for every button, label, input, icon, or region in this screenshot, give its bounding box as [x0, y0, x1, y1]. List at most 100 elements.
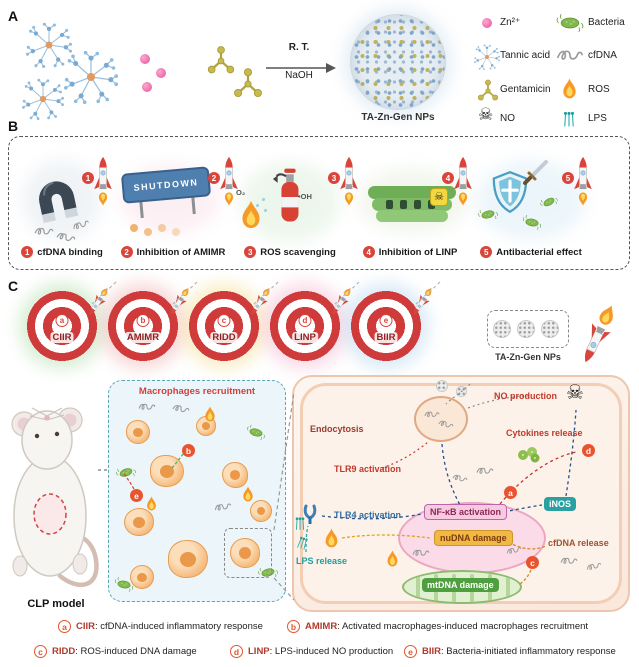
- panel-c-label: C: [8, 278, 19, 294]
- reaction-condition-bottom: NaOH: [285, 70, 313, 81]
- footer-desc: : ROS-induced DNA damage: [75, 646, 197, 657]
- legend-tannic-label: Tannic acid: [500, 50, 551, 61]
- ros-flame-icon: [242, 486, 254, 502]
- legend-gentamicin-label: Gentamicin: [500, 84, 551, 95]
- footer-abbr: LINP: [248, 646, 270, 657]
- step-name: cfDNA binding: [37, 246, 103, 258]
- shutdown-sign-text: SHUTDOWN: [133, 177, 199, 193]
- cfdna-icon: [138, 402, 156, 412]
- footer-item-ridd: c RIDD : ROS-induced DNA damage: [34, 645, 197, 658]
- macrophage-cell: [230, 538, 260, 568]
- spray-dot: [264, 209, 267, 212]
- step-number-badge: 2: [120, 246, 133, 258]
- nfkb-activation-box: NF-κB activation: [424, 504, 508, 520]
- target-name: RIDD: [210, 332, 238, 343]
- footer-desc: : Activated macrophages-induced macropha…: [337, 621, 589, 632]
- inos-box: iNOS: [544, 497, 577, 511]
- mouse-illustration: [11, 407, 99, 587]
- step-name: Inhibition of LINP: [378, 246, 458, 258]
- footer-abbr: CIIR: [76, 621, 95, 632]
- step-name: ROS scavenging: [260, 246, 336, 258]
- footer-item-linp: d LINP : LPS-induced NO production: [230, 645, 393, 658]
- exhaust-flame-icon: [344, 192, 354, 206]
- legend-bacteria-label: Bacteria: [588, 17, 625, 28]
- badge-e: e: [130, 489, 143, 502]
- ros-flame-icon: [562, 78, 577, 99]
- np-dotted-ball: [541, 320, 559, 338]
- footer-badge-b: b: [287, 620, 300, 633]
- skull-icon: ☠: [434, 190, 444, 203]
- step-number-badge: 4: [442, 172, 454, 184]
- tlr4-activation-label: TLR4 activation: [334, 510, 402, 520]
- macrophage-cell: [124, 508, 154, 536]
- gentamicin-icon: [230, 66, 266, 102]
- macrophage-dot: [158, 224, 166, 232]
- np-dotted-ball: [493, 320, 511, 338]
- np-dotted-ball: [436, 380, 448, 392]
- step-label-2: 2 Inhibition of AMIMR: [114, 246, 232, 258]
- gentamicin-icon: [475, 78, 501, 104]
- bacteria-icon: [556, 14, 584, 32]
- mtdna-damage-box: mtDNA damage: [422, 578, 499, 592]
- step-number-badge: 3: [244, 246, 257, 258]
- step-label-4: 4 Inhibition of LINP: [354, 246, 466, 258]
- spray-dot: [262, 198, 265, 201]
- footer-desc: : cfDNA-induced inflammatory response: [95, 621, 263, 632]
- ros-flame-icon: [324, 528, 339, 548]
- exhaust-flame-icon: [224, 192, 234, 206]
- reaction-condition-top: R. T.: [288, 42, 310, 53]
- footer-badge-a: a: [58, 620, 71, 633]
- target-letter-badge: a: [55, 314, 69, 327]
- footer-badge-c: c: [34, 645, 47, 658]
- lps-icon: [562, 110, 576, 128]
- oh-radical-label: •OH: [298, 192, 312, 201]
- ros-flame-icon: [204, 406, 216, 422]
- rocket-icon: [218, 156, 240, 208]
- exhaust-flame-icon: [98, 192, 108, 206]
- footer-item-amimr: b AMIMR : Activated macrophages-induced …: [287, 620, 588, 633]
- cytokine-cluster: [518, 447, 540, 463]
- legend-no-label: NO: [500, 113, 515, 124]
- target-letter-badge: d: [298, 314, 312, 327]
- clp-model-label: CLP model: [27, 598, 85, 610]
- panel-a-label: A: [8, 8, 19, 24]
- footer-item-biir: e BIIR : Bacteria-initiated inflammatory…: [404, 645, 616, 658]
- target-letter-badge: b: [136, 314, 150, 327]
- np-dotted-ball: [456, 386, 467, 397]
- step-label-3: 3 ROS scavenging: [238, 246, 342, 258]
- footer-badge-e: e: [404, 645, 417, 658]
- product-label: TA-Zn-Gen NPs: [361, 112, 435, 123]
- footer-item-ciir: a CIIR : cfDNA-induced inflammatory resp…: [58, 620, 263, 633]
- zn-ion-icon: [482, 18, 492, 28]
- macrophage-cell: [126, 420, 150, 444]
- badge-b: b: [182, 444, 195, 457]
- cfdna-icon: [556, 48, 584, 63]
- footer-desc: : LPS-induced NO production: [269, 646, 394, 657]
- macrophage-cell: [168, 540, 208, 578]
- step-number-badge: 1: [82, 172, 94, 184]
- macrophage-cell: [250, 500, 272, 522]
- footer-desc: : Bacteria-initiated inflammatory respon…: [441, 646, 616, 657]
- ros-flame-icon: [386, 550, 399, 567]
- step-name: Inhibition of AMIMR: [136, 246, 226, 258]
- cfdna-release-label: cfDNA release: [548, 538, 609, 548]
- target-name: LINP: [292, 332, 318, 343]
- legend-zn-label: Zn²⁺: [500, 17, 521, 28]
- tlr9-activation-label: TLR9 activation: [334, 464, 402, 474]
- target-name: BIIR: [374, 332, 398, 343]
- np-dotted-ball: [517, 320, 535, 338]
- nudna-damage-box: nuDNA damage: [434, 530, 513, 546]
- panel-b-label: B: [8, 118, 19, 134]
- endocytosis-label: Endocytosis: [310, 424, 364, 434]
- tannic-acid-icon: [474, 44, 500, 70]
- panel-b-box: [8, 136, 630, 270]
- badge-a: a: [504, 486, 517, 499]
- zoom-selection-box: [224, 528, 272, 578]
- step-number-badge: 5: [480, 246, 493, 258]
- target-name: AMIMR: [124, 332, 162, 343]
- step-name: Antibacterial effect: [496, 246, 582, 258]
- footer-badge-d: d: [230, 645, 243, 658]
- rocket-icon: [92, 156, 114, 208]
- rocket-icon: [338, 156, 360, 208]
